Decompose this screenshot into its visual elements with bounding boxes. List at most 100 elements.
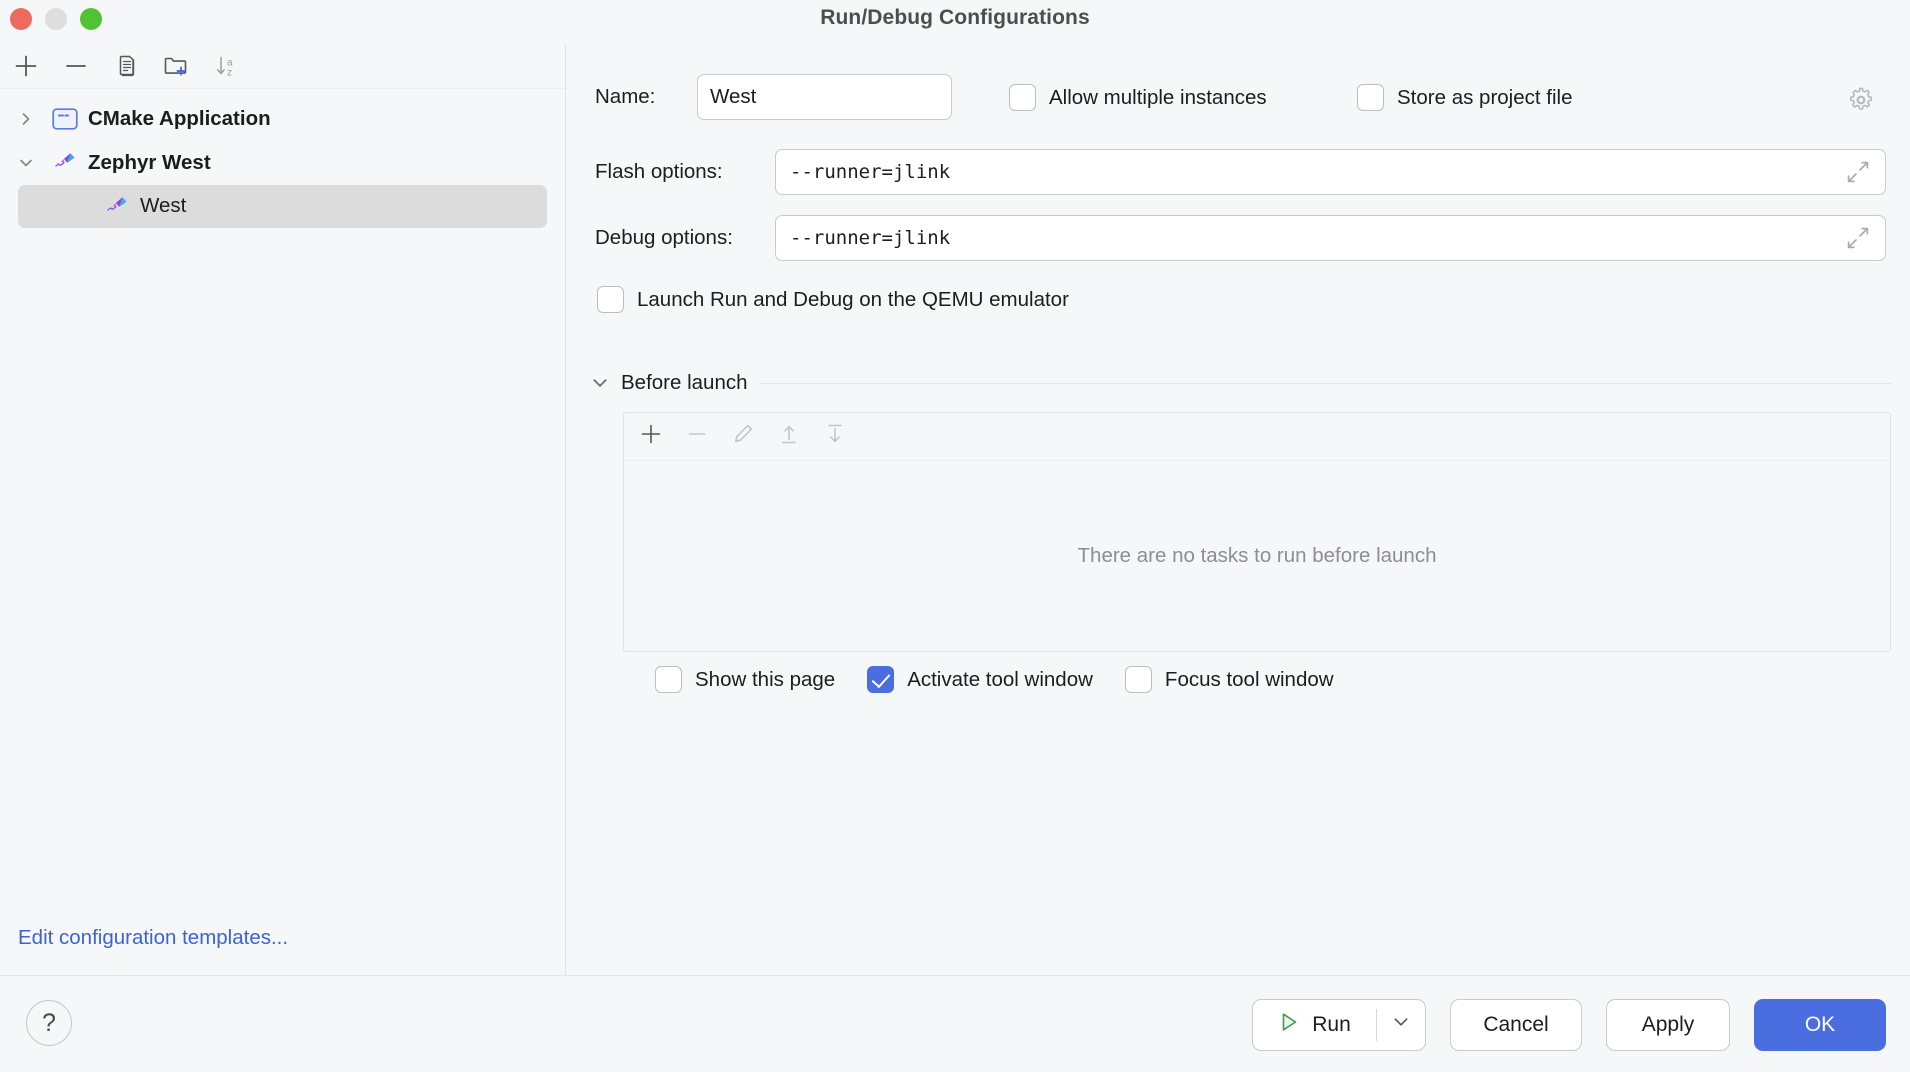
debug-options-value: --runner=jlink — [790, 227, 951, 249]
close-window-button[interactable] — [10, 8, 32, 30]
flash-options-row: Flash options: --runner=jlink — [567, 149, 1910, 197]
flash-options-value: --runner=jlink — [790, 161, 951, 183]
checkbox-box[interactable] — [655, 666, 682, 693]
window-controls — [10, 8, 102, 30]
activate-tool-window-checkbox[interactable]: Activate tool window — [867, 666, 1093, 693]
store-as-project-file-label: Store as project file — [1397, 85, 1573, 109]
run-button[interactable]: Run — [1252, 999, 1426, 1051]
edit-task-button[interactable] — [724, 418, 762, 456]
debug-options-label: Debug options: — [595, 226, 733, 249]
tree-item-zephyr-west[interactable]: Zephyr West — [0, 141, 565, 185]
pencil-icon — [731, 422, 755, 451]
run-dropdown-button[interactable] — [1377, 1000, 1425, 1050]
zephyr-kite-icon — [48, 151, 82, 175]
configurations-sidebar: a z CMake Application — [0, 44, 566, 976]
tree-item-label: West — [140, 194, 187, 218]
tasks-toolbar — [624, 413, 1890, 461]
sidebar-toolbar: a z — [0, 44, 565, 89]
name-label: Name: — [595, 85, 656, 108]
checkbox-box[interactable] — [1124, 666, 1152, 693]
svg-text:a: a — [227, 58, 233, 69]
window-title: Run/Debug Configurations — [820, 6, 1090, 29]
name-row: Name: West Allow multiple instances Stor… — [567, 74, 1910, 122]
copy-icon — [113, 53, 139, 79]
question-mark-icon: ? — [42, 1008, 56, 1037]
before-launch-title: Before launch — [621, 371, 748, 394]
configurations-tree[interactable]: CMake Application Zephyr West — [0, 89, 565, 228]
chevron-right-icon[interactable] — [18, 111, 48, 127]
focus-tool-window-label: Focus tool window — [1164, 667, 1334, 691]
move-task-up-button[interactable] — [770, 418, 808, 456]
apply-button[interactable]: Apply — [1606, 999, 1730, 1051]
edit-configuration-templates-link[interactable]: Edit configuration templates... — [18, 926, 289, 949]
expand-icon[interactable] — [1845, 225, 1871, 251]
tree-item-label: CMake Application — [88, 106, 271, 130]
bottom-divider — [0, 975, 1910, 976]
run-button-main[interactable]: Run — [1253, 1000, 1376, 1050]
dialog-button-bar: ? Run Cancel Apply OK — [0, 976, 1910, 1072]
tasks-empty-message: There are no tasks to run before launch — [1077, 544, 1437, 567]
qemu-emulator-label: Launch Run and Debug on the QEMU emulato… — [637, 287, 1069, 311]
store-as-project-file-checkbox[interactable]: Store as project file — [1357, 84, 1572, 111]
remove-configuration-button[interactable] — [56, 48, 96, 84]
checkbox-box[interactable] — [867, 666, 895, 693]
flash-options-input[interactable]: --runner=jlink — [775, 149, 1886, 195]
maximize-window-button[interactable] — [80, 8, 102, 30]
minus-icon — [63, 53, 89, 79]
cmake-application-icon — [48, 108, 82, 130]
add-configuration-button[interactable] — [6, 48, 46, 84]
move-task-down-button[interactable] — [816, 418, 854, 456]
run-button-divider — [1376, 1009, 1377, 1041]
checkbox-box[interactable] — [597, 286, 624, 313]
expand-icon[interactable] — [1845, 159, 1871, 185]
copy-configuration-button[interactable] — [106, 48, 146, 84]
plus-icon — [13, 53, 39, 79]
folder-add-icon — [162, 53, 190, 79]
sort-az-icon: a z — [213, 53, 239, 79]
checkbox-box[interactable] — [1009, 84, 1036, 111]
chevron-down-icon[interactable] — [18, 155, 48, 171]
checkbox-box[interactable] — [1357, 84, 1384, 111]
window-titlebar: Run/Debug Configurations — [0, 0, 1910, 44]
show-this-page-checkbox[interactable]: Show this page — [655, 666, 835, 693]
arrow-up-line-icon — [777, 422, 801, 451]
gear-icon[interactable] — [1847, 86, 1875, 119]
tree-item-label: Zephyr West — [88, 150, 211, 174]
allow-multiple-instances-checkbox[interactable]: Allow multiple instances — [1009, 84, 1267, 111]
cancel-button[interactable]: Cancel — [1450, 999, 1582, 1051]
minimize-window-button[interactable] — [45, 8, 67, 30]
footer-checkbox-row: Show this page Activate tool window Focu… — [567, 666, 1910, 693]
tree-item-cmake-application[interactable]: CMake Application — [0, 97, 565, 141]
remove-task-button[interactable] — [678, 418, 716, 456]
play-icon — [1278, 1011, 1300, 1039]
ok-button[interactable]: OK — [1754, 999, 1886, 1051]
svg-text:z: z — [227, 68, 232, 79]
section-divider — [759, 382, 1891, 384]
new-folder-button[interactable] — [156, 48, 196, 84]
flash-options-label: Flash options: — [595, 160, 723, 183]
show-this-page-label: Show this page — [695, 667, 836, 691]
debug-options-input[interactable]: --runner=jlink — [775, 215, 1886, 261]
sort-configurations-button[interactable]: a z — [206, 48, 246, 84]
chevron-down-icon — [1392, 1013, 1410, 1037]
name-input[interactable]: West — [697, 74, 952, 120]
minus-icon — [685, 422, 709, 451]
add-task-button[interactable] — [632, 418, 670, 456]
help-button[interactable]: ? — [26, 1000, 72, 1046]
qemu-emulator-checkbox[interactable]: Launch Run and Debug on the QEMU emulato… — [597, 286, 1069, 313]
before-launch-header[interactable]: Before launch — [591, 371, 1891, 395]
name-input-value: West — [710, 84, 757, 108]
zephyr-kite-icon — [100, 195, 134, 219]
chevron-down-icon[interactable] — [591, 374, 609, 392]
plus-icon — [639, 422, 663, 451]
tree-item-west[interactable]: West — [18, 185, 547, 228]
action-buttons: Run Cancel Apply OK — [1252, 999, 1886, 1051]
arrow-down-line-icon — [823, 422, 847, 451]
focus-tool-window-checkbox[interactable]: Focus tool window — [1124, 666, 1334, 693]
configuration-editor-pane: Name: West Allow multiple instances Stor… — [567, 44, 1910, 976]
activate-tool-window-label: Activate tool window — [907, 667, 1093, 691]
before-launch-tasks-panel: There are no tasks to run before launch — [623, 412, 1891, 652]
allow-multiple-instances-label: Allow multiple instances — [1049, 85, 1267, 109]
debug-options-row: Debug options: --runner=jlink — [567, 215, 1910, 263]
